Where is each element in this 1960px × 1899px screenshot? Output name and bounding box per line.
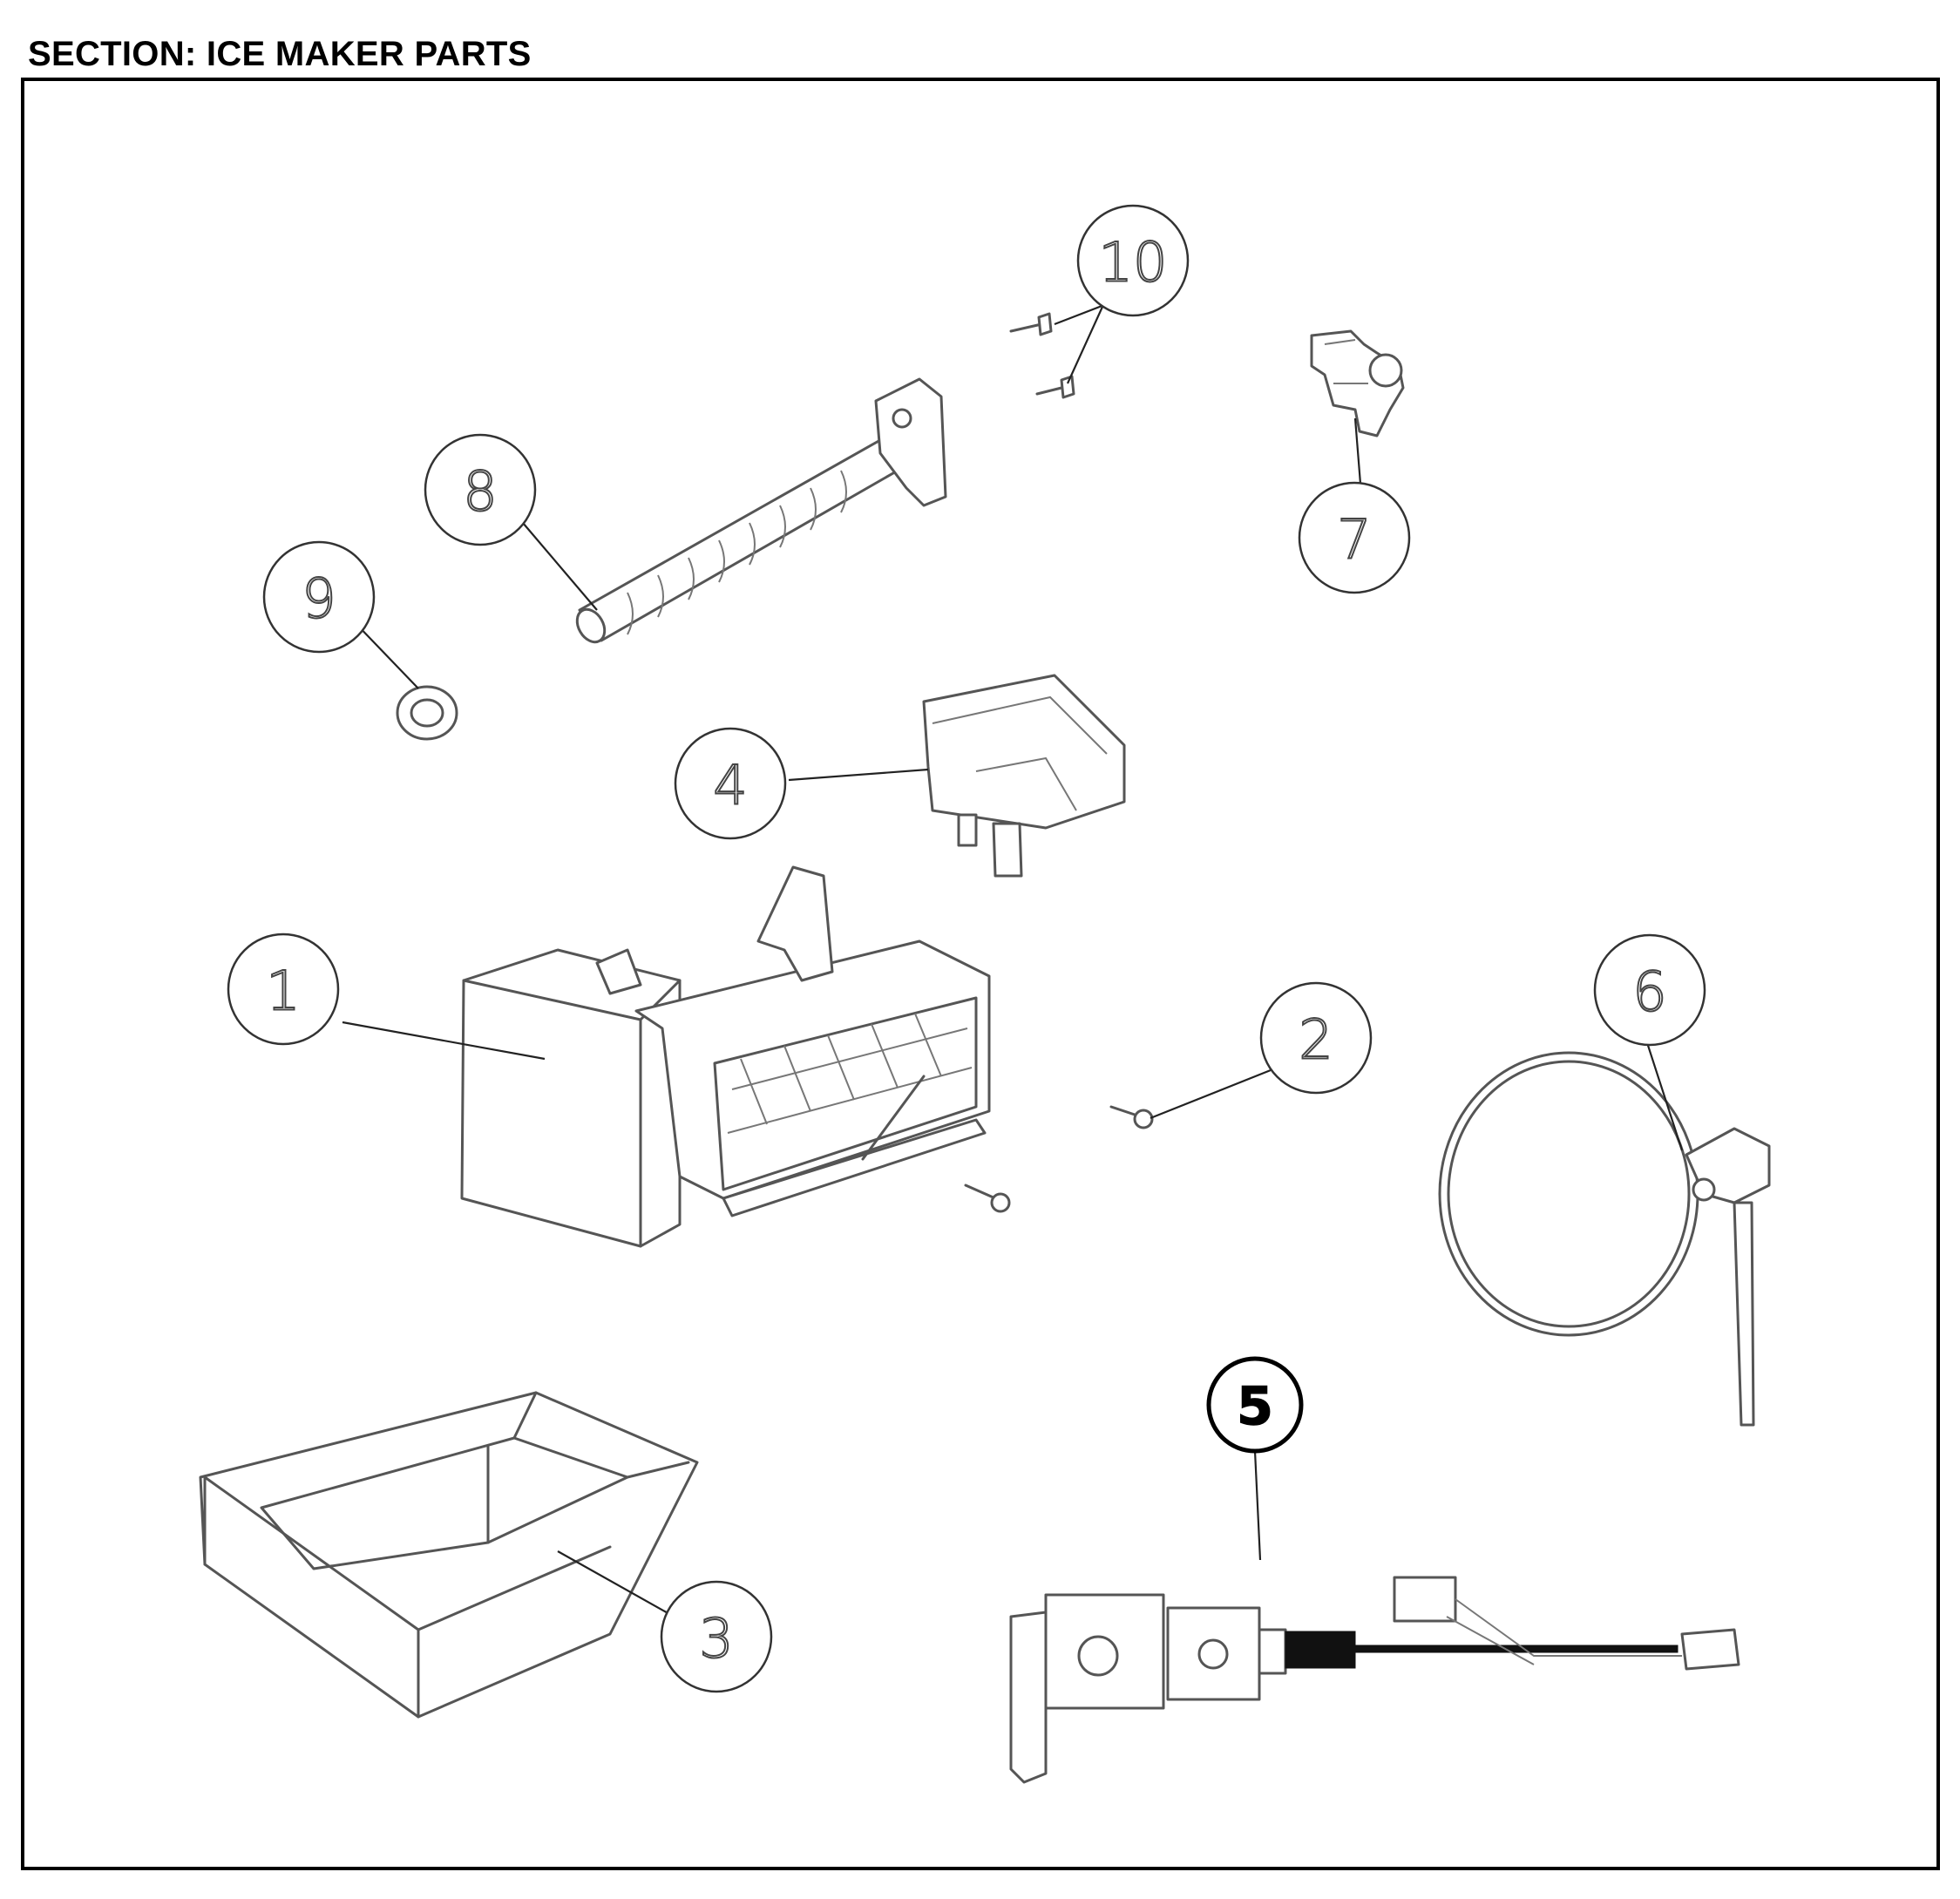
part-3-ice-bucket[interactable] (199, 1391, 699, 1719)
callout-4: 4 (674, 727, 787, 840)
callout-8-label: 8 (463, 460, 497, 524)
callout-2-label: 2 (1299, 1008, 1333, 1072)
callout-5: 5 (1206, 1356, 1304, 1454)
callout-10: 10 (1076, 204, 1190, 317)
diagram-frame (21, 78, 1940, 1870)
callout-6: 6 (1593, 933, 1706, 1047)
callout-1: 1 (227, 933, 340, 1046)
part-9-washer[interactable] (396, 685, 458, 741)
callout-7-label: 7 (1337, 508, 1371, 572)
part-7-switch[interactable] (1310, 329, 1405, 437)
part-4-cover[interactable] (922, 674, 1126, 878)
callout-3: 3 (660, 1580, 773, 1693)
callout-2: 2 (1259, 981, 1373, 1095)
part-8-ejector-shaft[interactable] (572, 377, 947, 647)
callout-7: 7 (1298, 481, 1411, 594)
part-5-water-valve[interactable] (1009, 1576, 1740, 1784)
callout-1-label: 1 (266, 960, 300, 1023)
callout-9: 9 (262, 540, 376, 654)
callout-8: 8 (424, 433, 537, 546)
callout-6-label: 6 (1632, 960, 1666, 1024)
part-1-ice-maker-assembly[interactable] (460, 865, 991, 1248)
part-10-screws[interactable] (1009, 312, 1075, 399)
callout-10-label: 10 (1099, 231, 1168, 295)
callout-3-label: 3 (699, 1607, 733, 1671)
callout-4-label: 4 (713, 754, 747, 817)
part-2-screws[interactable] (964, 1105, 1154, 1213)
section-title: SECTION: ICE MAKER PARTS (28, 35, 532, 73)
part-6-fill-tube[interactable] (1438, 1051, 1771, 1427)
callout-9-label: 9 (302, 567, 336, 631)
callout-5-label: 5 (1237, 1376, 1273, 1437)
